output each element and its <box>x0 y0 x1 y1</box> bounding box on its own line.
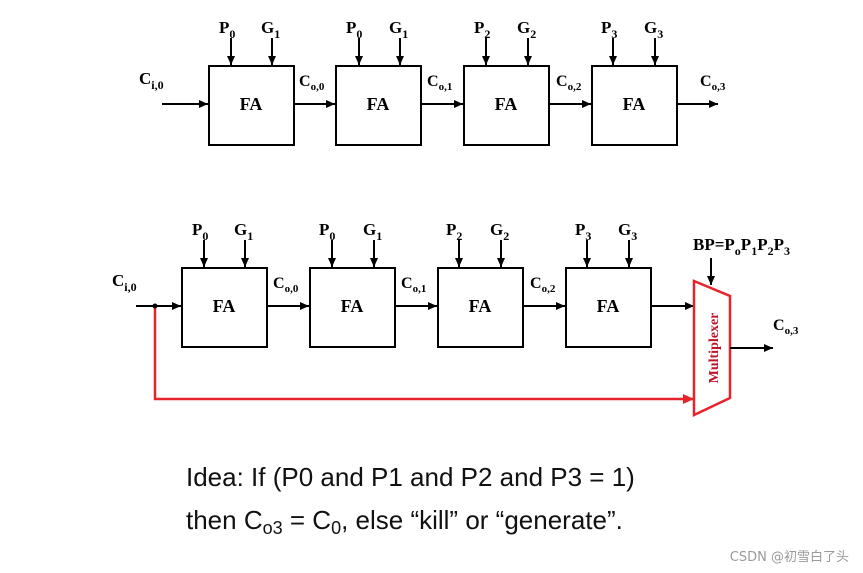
bottom-p-label-1: P0 <box>192 220 208 243</box>
bp-label: BP=PoP1P2P3 <box>693 235 790 258</box>
top-carry-label-3: Co,2 <box>556 73 582 93</box>
bottom-p-label-3: P2 <box>446 220 462 243</box>
bottom-carry-label-2: Co,1 <box>401 275 426 295</box>
top-g-label-4: G3 <box>644 18 663 41</box>
top-fa-block-3 <box>463 65 550 146</box>
top-fa-block-1 <box>208 65 295 146</box>
top-p-label-4: P3 <box>601 18 617 41</box>
top-p-label-3: P2 <box>474 18 490 41</box>
bottom-fa-block-2 <box>309 267 396 348</box>
top-g-label-3: G2 <box>517 18 536 41</box>
idea-line-2: then Co3 = C0, else “kill” or “generate”… <box>186 505 623 538</box>
bottom-fa-label-4: FA <box>597 296 620 316</box>
top-fa-label-3: FA <box>495 94 518 114</box>
bottom-g-label-4: G3 <box>618 220 637 243</box>
bottom-adder-chain: Ci,0 FA P0 G1 Co,0 FA P0 G1 Co,1 FA P2 G… <box>112 220 799 417</box>
bottom-fa-block-3 <box>437 267 524 348</box>
top-g-label-2: G1 <box>389 18 408 41</box>
multiplexer <box>692 279 732 417</box>
top-carry-label-1: Co,0 <box>299 73 325 93</box>
bottom-g-label-3: G2 <box>490 220 509 243</box>
mux-output-label: Co,3 <box>773 317 799 337</box>
bottom-p-label-2: P0 <box>319 220 335 243</box>
idea-line-1: Idea: If (P0 and P1 and P2 and P3 = 1) <box>186 462 635 492</box>
bottom-carry-in-label: Ci,0 <box>112 271 137 294</box>
bottom-p-label-4: P3 <box>575 220 591 243</box>
bypass-junction-dot <box>152 303 158 309</box>
top-adder-chain: Ci,0 FA P0 G1 Co,0 FA P0 G1 Co,1 FA P2 G… <box>139 18 726 146</box>
top-carry-label-2: Co,1 <box>427 73 452 93</box>
top-fa-block-2 <box>335 65 422 146</box>
top-p-label-2: P0 <box>346 18 362 41</box>
bottom-g-label-1: G1 <box>234 220 253 243</box>
top-fa-label-2: FA <box>367 94 390 114</box>
bottom-fa-label-3: FA <box>469 296 492 316</box>
bottom-fa-block-4 <box>565 267 652 348</box>
top-carry-out-label: Co,3 <box>700 73 726 93</box>
bottom-fa-label-1: FA <box>213 296 236 316</box>
bottom-fa-label-2: FA <box>341 296 364 316</box>
bypass-path <box>153 306 694 404</box>
top-fa-label-1: FA <box>240 94 263 114</box>
bottom-fa-block-1 <box>181 267 268 348</box>
bottom-carry-label-1: Co,0 <box>273 275 299 295</box>
top-fa-label-4: FA <box>623 94 646 114</box>
bottom-g-label-2: G1 <box>363 220 382 243</box>
top-carry-in-label: Ci,0 <box>139 69 164 92</box>
multiplexer-label: Multiplexer <box>707 313 722 384</box>
bottom-carry-label-3: Co,2 <box>530 275 556 295</box>
watermark: CSDN @初雪白了头 <box>729 550 849 565</box>
top-g-label-1: G1 <box>261 18 280 41</box>
top-fa-block-4 <box>591 65 678 146</box>
top-p-label-1: P0 <box>219 18 235 41</box>
